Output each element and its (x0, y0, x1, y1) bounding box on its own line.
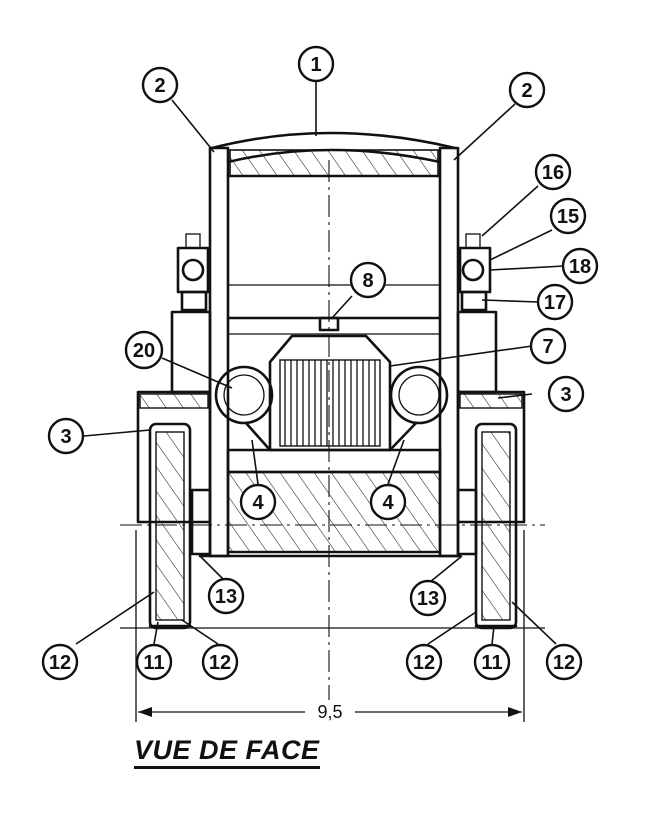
svg-text:2: 2 (154, 75, 165, 97)
callout-4-left: 4 (239, 483, 277, 521)
callout-15: 15 (549, 197, 587, 235)
callout-2-left: 2 (141, 66, 179, 104)
svg-text:4: 4 (382, 492, 394, 514)
callout-16: 16 (534, 153, 572, 191)
svg-text:16: 16 (542, 162, 564, 184)
width-dimension: 9,5 (135, 530, 525, 722)
callout-11-right: 11 (473, 643, 511, 681)
svg-text:11: 11 (143, 652, 164, 674)
left-wheel (148, 422, 192, 630)
chassis-front (198, 448, 462, 558)
svg-text:8: 8 (362, 270, 373, 292)
callout-13-right: 13 (409, 579, 447, 617)
svg-text:12: 12 (413, 652, 435, 674)
view-title: VUE DE FACE (134, 735, 320, 769)
svg-text:18: 18 (569, 256, 591, 278)
svg-text:12: 12 (209, 652, 231, 674)
left-axle-stub (190, 488, 212, 556)
svg-text:17: 17 (544, 292, 566, 314)
callout-12-a: 12 (41, 643, 79, 681)
svg-text:7: 7 (542, 336, 553, 358)
callout-3-left: 3 (47, 417, 85, 455)
svg-text:20: 20 (133, 340, 155, 362)
callout-20: 20 (124, 330, 164, 370)
callout-1: 1 (297, 45, 335, 83)
callout-18: 18 (561, 247, 599, 285)
left-side-lamp (176, 233, 210, 312)
callout-3-right: 3 (547, 375, 585, 413)
svg-text:1: 1 (310, 54, 321, 76)
callout-17: 17 (536, 283, 574, 321)
callout-4-right: 4 (369, 483, 407, 521)
svg-text:15: 15 (557, 206, 579, 228)
right-side-lamp (458, 233, 492, 312)
callout-11-left: 11 (135, 643, 173, 681)
callout-7: 7 (529, 327, 567, 365)
callout-8: 8 (349, 261, 387, 299)
callout-12-b: 12 (201, 643, 239, 681)
svg-text:2: 2 (521, 80, 532, 102)
radiator (268, 316, 392, 452)
svg-text:3: 3 (560, 384, 571, 406)
right-wheel (474, 422, 518, 630)
svg-text:11: 11 (481, 652, 502, 674)
callout-2-right: 2 (508, 71, 546, 109)
callout-12-d: 12 (545, 643, 583, 681)
svg-text:13: 13 (215, 586, 237, 608)
svg-text:12: 12 (553, 652, 575, 674)
roof (210, 131, 457, 177)
callout-13-left: 13 (207, 577, 245, 615)
leader-lines (75, 82, 565, 645)
svg-text:3: 3 (60, 426, 71, 448)
svg-text:13: 13 (417, 588, 439, 610)
svg-text:12: 12 (49, 652, 71, 674)
right-headlamp (388, 365, 449, 452)
left-headlamp (214, 365, 274, 452)
svg-text:4: 4 (252, 492, 264, 514)
dimension-label: 9,5 (317, 702, 342, 722)
callout-12-c: 12 (405, 643, 443, 681)
